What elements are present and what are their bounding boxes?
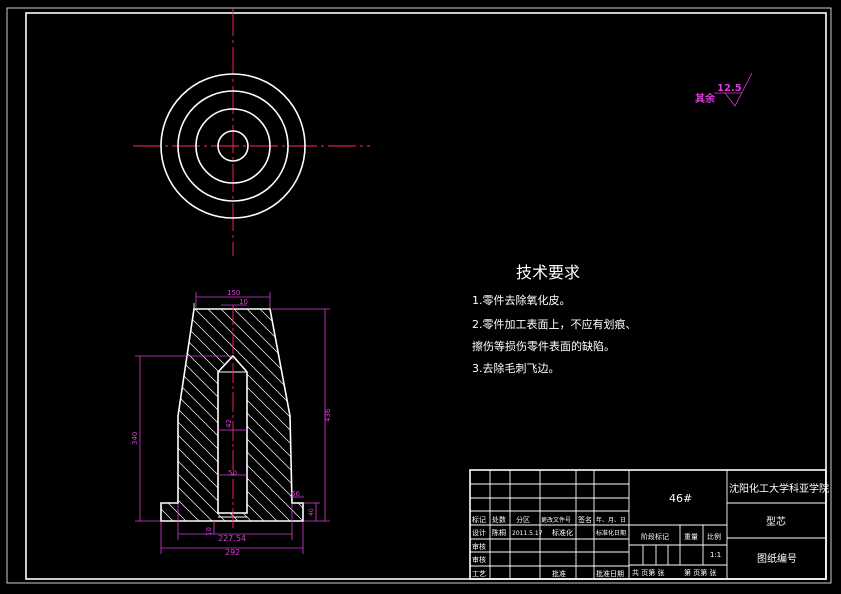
university-name: 沈阳化工大学科亚学院	[729, 482, 829, 495]
hatch-line	[161, 309, 196, 521]
hatch-line	[161, 309, 303, 521]
body-outline	[160, 308, 304, 522]
hatch-line	[161, 309, 303, 521]
tb-cell: 分区	[516, 515, 530, 524]
bore-outline	[217, 354, 248, 514]
inner-frame	[25, 12, 827, 580]
hatch-line	[161, 309, 303, 521]
sheet-count: 共 页第 张	[632, 568, 664, 577]
part-number: 46#	[669, 492, 692, 505]
tech-item-4: 3.去除毛刺飞边。	[472, 361, 560, 375]
tb-cell: 标准化	[552, 528, 573, 537]
title-block: 46# 沈阳化工大学科亚学院 型芯 图纸编号 阶段标记 重量 比例 1:1 共 …	[469, 469, 829, 580]
tb-cell: 批准	[552, 569, 566, 578]
hatch-line	[240, 309, 303, 521]
dim-flange: 40	[308, 508, 315, 516]
tech-title: 技术要求	[516, 263, 580, 282]
dim-bottom-small: 10	[205, 527, 213, 536]
tb-cell: 审核	[472, 555, 486, 564]
tb-cell: 审核	[472, 542, 486, 551]
hatch-line	[227, 309, 303, 521]
tb-cell: 标准化日期	[596, 529, 626, 537]
roughness-label: 其余	[695, 92, 716, 105]
tb-cell: 陈桐	[492, 528, 506, 537]
tech-requirements: 技术要求 1.零件去除氧化皮。 2.零件加工表面上，不应有划痕、 擦伤等损伤零件…	[472, 263, 637, 375]
hatch-line	[161, 309, 183, 521]
tb-cell: 处数	[492, 515, 506, 524]
hatch-line	[161, 309, 209, 521]
hatch-line	[214, 309, 303, 521]
dim-top-hole: 10	[239, 298, 248, 306]
third-circle	[195, 108, 271, 184]
second-circle	[177, 90, 289, 202]
hatch-line	[161, 309, 235, 521]
tb-cell: 工艺	[472, 570, 486, 578]
dim-bore-depth: 50	[228, 469, 237, 477]
hatch-line	[188, 309, 303, 521]
hatch-line	[201, 309, 303, 521]
outer-frame	[6, 7, 832, 584]
drawing-number-label: 图纸编号	[757, 552, 797, 565]
tech-item-2: 2.零件加工表面上，不应有划痕、	[472, 317, 637, 331]
tb-cell: 标记	[472, 515, 486, 524]
hatch-line	[0, 290, 143, 530]
hatch-line	[0, 290, 156, 530]
dim-top-width: 150	[227, 289, 240, 297]
hatch-line	[0, 290, 130, 530]
inner-circle	[217, 130, 249, 162]
tb-cell: 2011.5.17	[512, 530, 543, 537]
roughness-symbol: 12.5 其余	[695, 72, 753, 107]
tb-cell: 批准日期	[596, 569, 624, 578]
dim-height-right: 436	[324, 408, 332, 422]
scale-value: 1:1	[710, 551, 721, 559]
dim-inner-width: 227.54	[218, 534, 246, 543]
stage-mark-label: 阶段标记	[641, 532, 669, 541]
outer-circle	[160, 73, 306, 219]
weight-label: 重量	[684, 533, 698, 541]
hatch-line	[161, 309, 287, 521]
top-view	[133, 8, 370, 256]
tb-cell: 更改文件号	[541, 516, 571, 524]
section-view: 150 10 436 340 42 50 66 40 10 22	[0, 289, 332, 557]
dim-bore: 42	[225, 419, 233, 428]
tech-item-1: 1.零件去除氧化皮。	[472, 293, 571, 307]
dim-chamfer: 66	[291, 490, 300, 498]
scale-label: 比例	[707, 532, 721, 541]
hatch-line	[161, 309, 303, 521]
tb-cell: 年、月、日	[596, 516, 626, 524]
dim-height-left: 340	[131, 432, 139, 445]
hatch-line	[161, 309, 222, 521]
hatch-line	[266, 309, 303, 521]
dim-base-width: 292	[225, 548, 240, 557]
tech-item-3: 擦伤等损伤零件表面的缺陷。	[472, 339, 615, 353]
hatch-line	[161, 309, 274, 521]
sheet-count-2: 第 页第 张	[684, 568, 716, 577]
tb-cell: 签名	[578, 515, 592, 524]
part-name: 型芯	[766, 515, 786, 528]
tb-cell: 设计	[472, 528, 486, 537]
hatch-line	[253, 309, 303, 521]
roughness-value: 12.5	[717, 83, 742, 94]
hatch-line	[161, 309, 303, 521]
hatch-line	[161, 309, 248, 521]
hatch-line	[162, 309, 303, 521]
